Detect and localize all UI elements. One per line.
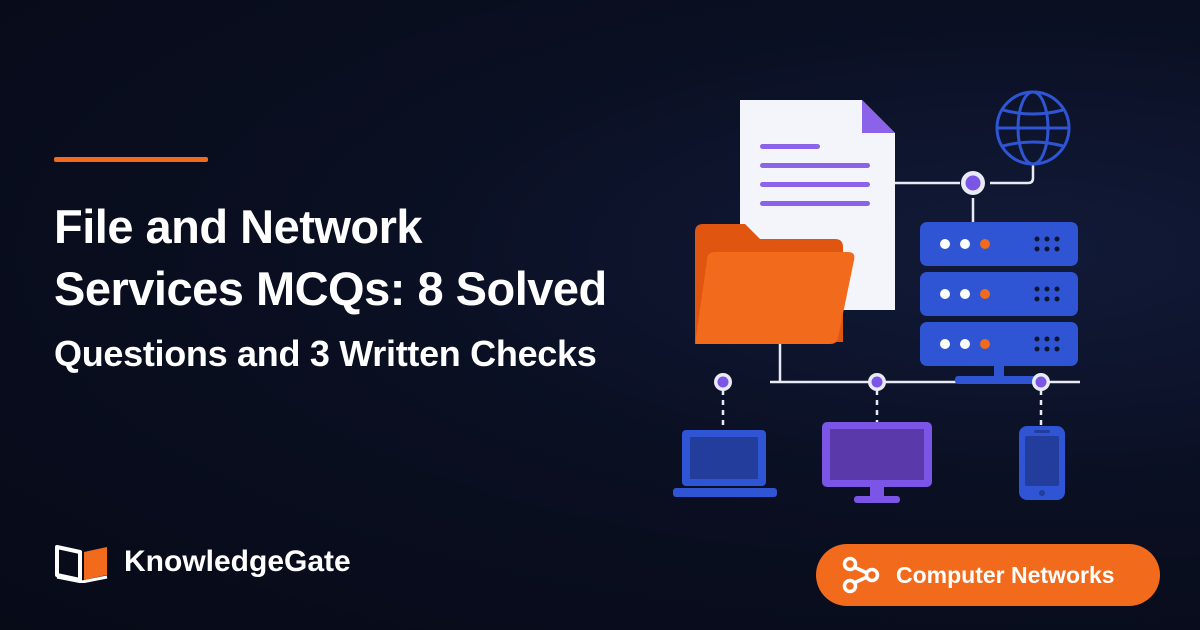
accent-line: [54, 157, 208, 162]
title-line-2: Services MCQs: 8 Solved: [54, 262, 607, 315]
dashed-links: [721, 390, 1043, 432]
brand: KnowledgeGate: [54, 541, 351, 583]
category-label: Computer Networks: [896, 561, 1115, 588]
network-illustration: [673, 90, 1080, 503]
network-nodes-icon: [842, 556, 880, 594]
open-book-logo-icon: [55, 545, 108, 583]
laptop-icon: [673, 430, 777, 497]
globe-icon: [995, 90, 1071, 166]
smartphone-icon: [1019, 426, 1065, 500]
brand-name: KnowledgeGate: [124, 545, 351, 578]
bus-nodes: [714, 373, 1050, 391]
monitor-icon: [822, 422, 932, 503]
category-pill[interactable]: Computer Networks: [816, 544, 1160, 606]
page-title: File and Network Services MCQs: 8 Solved…: [54, 196, 674, 380]
title-line-1: File and Network: [54, 200, 423, 253]
server-rack-icon: [920, 222, 1078, 384]
title-line-3: Questions and 3 Written Checks: [54, 333, 597, 374]
folder-icon: [695, 224, 855, 344]
